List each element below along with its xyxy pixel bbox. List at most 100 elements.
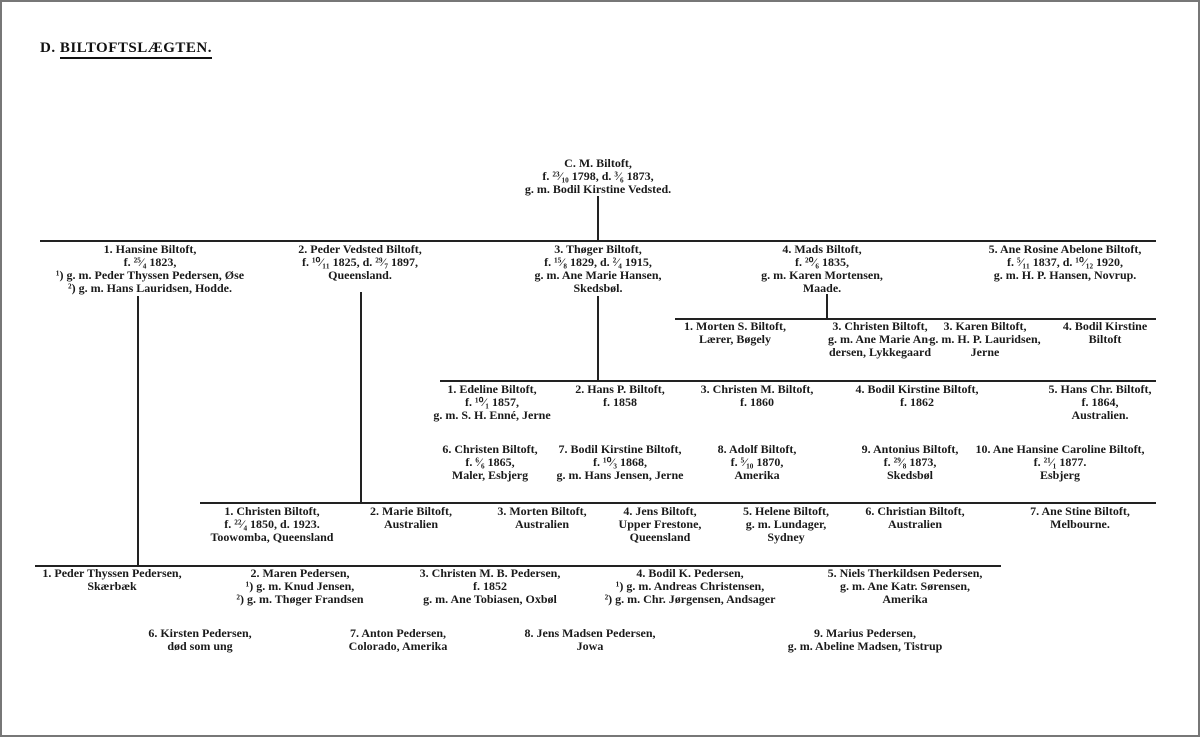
person-detail: Melbourne. bbox=[1050, 517, 1110, 531]
person-detail: Australien. bbox=[1071, 408, 1129, 422]
person-entry-children: 2. Peder Vedsted Biltoft,f. ¹⁰⁄₁₁ 1825, … bbox=[298, 243, 421, 282]
person-detail: dersen, Lykkegaard bbox=[828, 345, 931, 359]
person-detail: Toowomba, Queensland bbox=[210, 530, 334, 544]
thoger-children-line bbox=[440, 380, 1156, 382]
person-detail: f. ⁵⁄₁₁ 1837, d. ¹⁰⁄₁₂ 1920, bbox=[1006, 255, 1124, 269]
person-entry-thoger-children: 4. Bodil Kirstine Biltoft,f. 1862 bbox=[856, 383, 979, 409]
person-detail: g. m. Ane Marie An- bbox=[828, 332, 932, 346]
person-entry-thoger-children: 10. Ane Hansine Caroline Biltoft,f. ²¹⁄₁… bbox=[975, 443, 1144, 482]
person-detail: f. ⁶⁄₆ 1865, bbox=[465, 455, 515, 469]
person-name: 9. Antonius Biltoft, bbox=[861, 442, 959, 456]
person-entry-root: C. M. Biltoft,f. ²³⁄₁₀ 1798, d. ³⁄₆ 1873… bbox=[525, 157, 671, 196]
person-detail: f. ²⁹⁄₈ 1873, bbox=[883, 455, 937, 469]
person-detail: Skærbæk bbox=[87, 579, 137, 593]
person-name: 3. Christen Biltoft, bbox=[832, 319, 928, 333]
person-entry-peder-children: 3. Morten Biltoft,Australien bbox=[497, 505, 586, 531]
person-name: 2. Hans P. Biltoft, bbox=[575, 382, 665, 396]
person-entry-hansine-children: 9. Marius Pedersen,g. m. Abeline Madsen,… bbox=[788, 627, 943, 653]
person-entry-hansine-children: 6. Kirsten Pedersen,død som ung bbox=[148, 627, 251, 653]
person-name: 8. Adolf Biltoft, bbox=[717, 442, 797, 456]
person-detail: f. 1862 bbox=[900, 395, 934, 409]
person-detail: g. m. Abeline Madsen, Tistrup bbox=[787, 639, 943, 653]
person-detail: g. m. Ane Marie Hansen, bbox=[534, 268, 662, 282]
person-detail: f. ²²⁄₄ 1850, d. 1923. bbox=[224, 517, 320, 531]
person-detail: g. m. S. H. Enné, Jerne bbox=[433, 408, 551, 422]
person-name: 4. Bodil K. Pedersen, bbox=[636, 566, 744, 580]
person-name: 5. Hans Chr. Biltoft, bbox=[1048, 382, 1152, 396]
person-detail: Biltoft bbox=[1088, 332, 1122, 346]
person-entry-thoger-children: 2. Hans P. Biltoft,f. 1858 bbox=[575, 383, 665, 409]
person-name: 5. Niels Therkildsen Pedersen, bbox=[827, 566, 983, 580]
person-entry-hansine-children: 5. Niels Therkildsen Pedersen,g. m. Ane … bbox=[828, 567, 983, 606]
person-entry-thoger-children: 5. Hans Chr. Biltoft,f. 1864,Australien. bbox=[1049, 383, 1152, 422]
hansine-connector bbox=[137, 296, 139, 565]
person-detail: Australien bbox=[383, 517, 438, 531]
root-connector bbox=[597, 196, 599, 240]
person-detail: Jerne bbox=[970, 345, 1000, 359]
person-name: 3. Christen M. B. Pedersen, bbox=[419, 566, 561, 580]
person-name: 4. Bodil Kirstine Biltoft, bbox=[855, 382, 979, 396]
person-name: 7. Ane Stine Biltoft, bbox=[1030, 504, 1130, 518]
person-detail: ¹) g. m. Peder Thyssen Pedersen, Øse bbox=[55, 268, 245, 282]
person-entry-hansine-children: 1. Peder Thyssen Pedersen,Skærbæk bbox=[42, 567, 181, 593]
person-detail: g. m. H. P. Hansen, Novrup. bbox=[993, 268, 1137, 282]
person-name: 3. Thøger Biltoft, bbox=[554, 242, 642, 256]
person-entry-thoger-children: 1. Edeline Biltoft,f. ¹⁰⁄₁ 1857,g. m. S.… bbox=[433, 383, 550, 422]
person-detail: f. ¹⁵⁄₈ 1829, d. ²⁄₄ 1915, bbox=[544, 255, 652, 269]
person-detail: g. m. Lundager, bbox=[745, 517, 827, 531]
person-entry-peder-children: 5. Helene Biltoft,g. m. Lundager,Sydney bbox=[743, 505, 829, 544]
person-detail: g. m. H. P. Lauridsen, bbox=[929, 332, 1041, 346]
person-name: 7. Bodil Kirstine Biltoft, bbox=[558, 442, 682, 456]
person-name: 1. Hansine Biltoft, bbox=[103, 242, 197, 256]
person-name: 5. Helene Biltoft, bbox=[743, 504, 829, 518]
person-detail: f. ²⁰⁄₆ 1835, bbox=[794, 255, 850, 269]
person-entry-hansine-children: 8. Jens Madsen Pedersen,Jowa bbox=[525, 627, 656, 653]
person-entry-mads-children: 3. Christen Biltoft,g. m. Ane Marie An-d… bbox=[828, 320, 932, 359]
person-detail: Lærer, Bøgely bbox=[698, 332, 771, 346]
person-entry-peder-children: 2. Marie Biltoft,Australien bbox=[370, 505, 452, 531]
person-detail: f. 1864, bbox=[1081, 395, 1119, 409]
person-name: 3. Karen Biltoft, bbox=[943, 319, 1027, 333]
person-name: 5. Ane Rosine Abelone Biltoft, bbox=[988, 242, 1142, 256]
person-detail: Amerika bbox=[882, 592, 928, 606]
person-detail: g. m. Hans Jensen, Jerne bbox=[556, 468, 684, 482]
person-detail: Upper Frestone, bbox=[618, 517, 702, 531]
page-title: D. BILTOFTSLÆGTEN. bbox=[40, 40, 212, 59]
person-detail: g. m. Ane Tobiasen, Oxbøl bbox=[423, 592, 557, 606]
title-name: BILTOFTSLÆGTEN. bbox=[59, 40, 212, 59]
person-detail: f. ²⁵⁄₄ 1823, bbox=[123, 255, 177, 269]
person-name: 3. Christen M. Biltoft, bbox=[700, 382, 814, 396]
person-name: 6. Kirsten Pedersen, bbox=[148, 626, 252, 640]
person-name: 2. Marie Biltoft, bbox=[370, 504, 452, 518]
person-name: 4. Jens Biltoft, bbox=[623, 504, 697, 518]
person-entry-children: 5. Ane Rosine Abelone Biltoft,f. ⁵⁄₁₁ 18… bbox=[989, 243, 1142, 282]
generation-1-line bbox=[40, 240, 1156, 242]
person-name: 2. Peder Vedsted Biltoft, bbox=[298, 242, 422, 256]
person-detail: g. m. Karen Mortensen, bbox=[761, 268, 883, 282]
person-name: 2. Maren Pedersen, bbox=[250, 566, 350, 580]
person-detail: f. ²³⁄₁₀ 1798, d. ³⁄₆ 1873, bbox=[542, 169, 654, 183]
person-detail: f. ¹⁰⁄₁₁ 1825, d. ²⁹⁄₇ 1897, bbox=[301, 255, 419, 269]
person-name: 6. Christian Biltoft, bbox=[865, 504, 965, 518]
person-detail: Jowa bbox=[576, 639, 604, 653]
person-detail: f. ⁵⁄₁₀ 1870, bbox=[730, 455, 784, 469]
person-detail: Queensland. bbox=[328, 268, 392, 282]
person-detail: ²) g. m. Thøger Frandsen bbox=[236, 592, 364, 606]
person-detail: Sydney bbox=[767, 530, 805, 544]
person-detail: f. 1852 bbox=[473, 579, 507, 593]
person-detail: Australien bbox=[888, 517, 942, 531]
person-entry-peder-children: 4. Jens Biltoft,Upper Frestone,Queenslan… bbox=[619, 505, 702, 544]
person-detail: Queensland bbox=[629, 530, 691, 544]
person-entry-thoger-children: 9. Antonius Biltoft,f. ²⁹⁄₈ 1873,Skedsbø… bbox=[862, 443, 959, 482]
peder-children-line bbox=[200, 502, 1156, 504]
person-entry-children: 4. Mads Biltoft,f. ²⁰⁄₆ 1835,g. m. Karen… bbox=[761, 243, 883, 295]
person-entry-hansine-children: 7. Anton Pedersen,Colorado, Amerika bbox=[349, 627, 448, 653]
person-entry-thoger-children: 3. Christen M. Biltoft,f. 1860 bbox=[701, 383, 814, 409]
person-detail: g. m. Ane Katr. Sørensen, bbox=[839, 579, 970, 593]
person-name: 10. Ane Hansine Caroline Biltoft, bbox=[975, 442, 1145, 456]
person-detail: død som ung bbox=[167, 639, 233, 653]
person-detail: Skedsbøl bbox=[886, 468, 934, 482]
